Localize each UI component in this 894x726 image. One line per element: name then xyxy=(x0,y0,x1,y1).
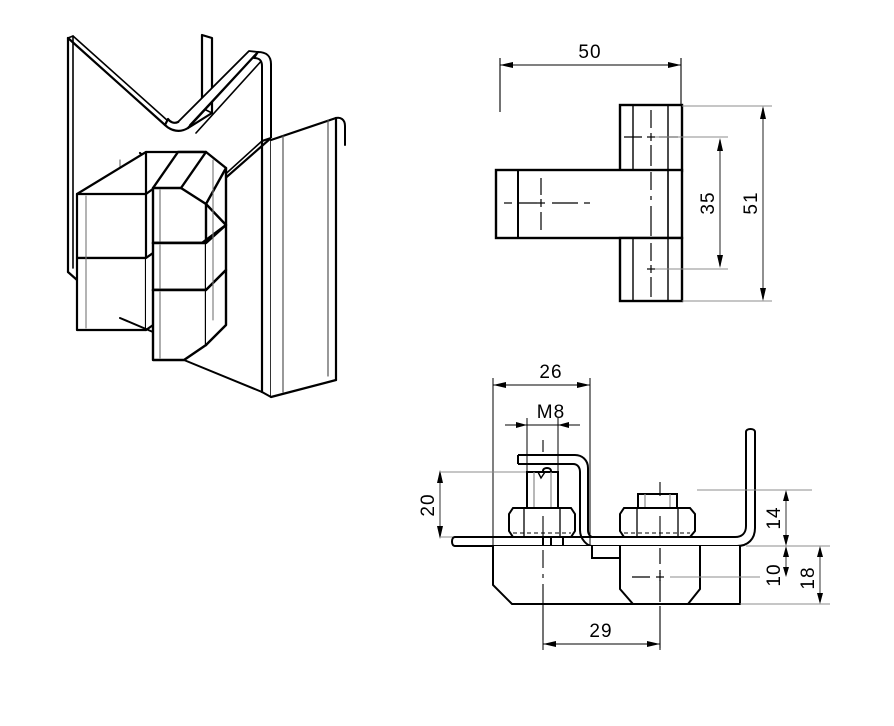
plan-view: 50 xyxy=(494,42,772,303)
elevation-view: 26 M8 20 xyxy=(418,362,830,650)
dim-20-label: 20 xyxy=(418,493,439,516)
dim-m8 xyxy=(505,418,580,478)
elevation-lower-body xyxy=(492,440,760,648)
elevation-extension-lines xyxy=(697,489,830,605)
plan-extension-lines xyxy=(655,105,772,302)
dim-m8-label: M8 xyxy=(537,402,565,423)
elevation-bracket-strip xyxy=(451,454,593,555)
dim-35 xyxy=(717,138,723,268)
dim-14 xyxy=(783,490,789,546)
isometric-view xyxy=(66,33,346,399)
iso-fold-strip xyxy=(177,50,259,126)
dim-18 xyxy=(817,546,823,604)
dim-26-label: 26 xyxy=(539,362,562,383)
plan-arm xyxy=(494,168,684,240)
dim-51 xyxy=(760,106,766,301)
iso-knuckle-middle-center xyxy=(151,241,208,292)
dim-10-label: 10 xyxy=(764,563,785,586)
dim-10 xyxy=(783,546,789,577)
dim-29-label: 29 xyxy=(589,621,612,642)
elevation-left-fastener xyxy=(508,471,576,538)
dim-14-label: 14 xyxy=(764,506,785,529)
dim-51-label: 51 xyxy=(741,191,762,214)
dim-29 xyxy=(542,620,661,650)
plan-upper-block xyxy=(618,103,684,173)
dim-35-label: 35 xyxy=(698,191,719,214)
dim-18-label: 18 xyxy=(798,566,819,589)
iso-knuckle-lower-center xyxy=(151,288,208,362)
iso-front-plate-body xyxy=(271,118,336,397)
iso-knuckle-lower-left xyxy=(75,256,148,332)
dim-50-label: 50 xyxy=(578,42,601,63)
dim-50 xyxy=(499,58,682,112)
elevation-right-fastener xyxy=(619,493,696,538)
